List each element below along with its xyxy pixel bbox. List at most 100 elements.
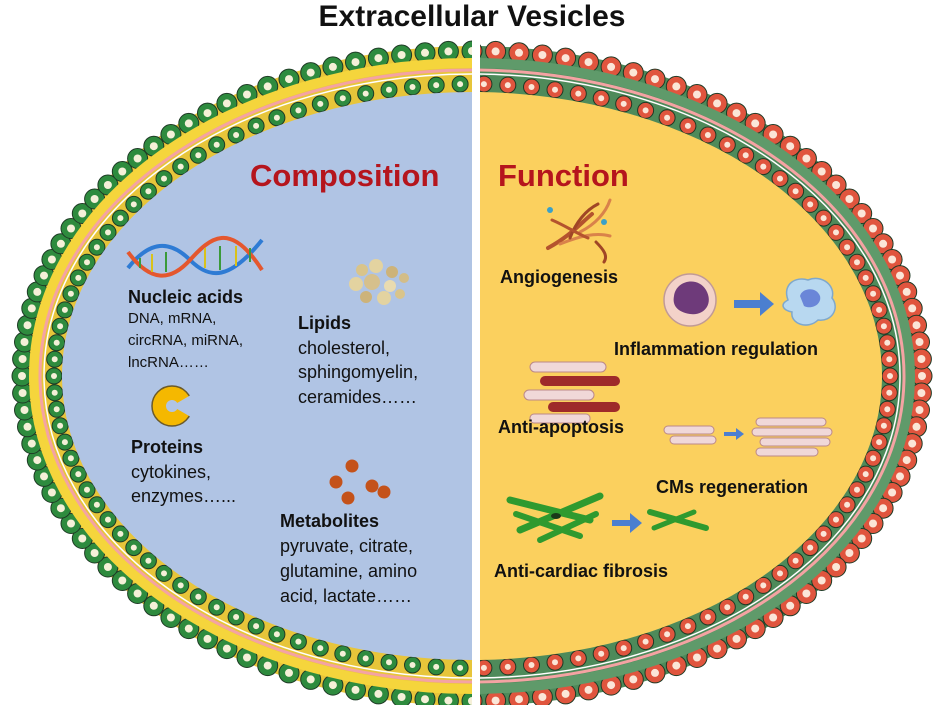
- membrane-bead-core: [912, 321, 921, 330]
- membrane-bead-core: [67, 519, 75, 528]
- membrane-bead-core: [844, 244, 851, 251]
- membrane-bead-core: [777, 175, 783, 182]
- membrane-bead-core: [56, 239, 65, 248]
- membrane-bead-core: [47, 488, 56, 497]
- membrane-bead-core: [67, 290, 74, 297]
- membrane-bead-core: [20, 338, 29, 346]
- membrane-bead-core: [651, 668, 659, 677]
- membrane-bead-core: [845, 549, 854, 557]
- fibroblast-icon: [506, 492, 709, 543]
- membrane-bead-core: [832, 563, 841, 571]
- membrane-bead-core: [732, 109, 741, 118]
- membrane-bead-core: [203, 109, 212, 118]
- membrane-bead-core: [233, 614, 240, 620]
- membrane-bead-core: [760, 163, 767, 170]
- membrane-bead-core: [480, 81, 487, 88]
- membrane-bead-core: [896, 472, 904, 481]
- membrane-bead-core: [213, 141, 220, 148]
- membrane-bead-core: [915, 338, 924, 346]
- membrane-bead-core: [491, 696, 500, 705]
- membrane-bead-core: [704, 132, 711, 138]
- metabolites-title: Metabolites: [280, 511, 380, 531]
- regeneration-icon: [663, 417, 833, 457]
- membrane-bead-core: [888, 488, 897, 497]
- membrane-bead-core: [374, 689, 383, 698]
- membrane-bead-core: [328, 62, 337, 71]
- membrane-bead-core: [854, 486, 860, 493]
- membrane-bead-core: [273, 631, 280, 638]
- membrane-bead-core: [40, 472, 48, 481]
- membrane-bead-core: [351, 685, 360, 694]
- membrane-bead-core: [468, 697, 472, 705]
- membrane-bead-core: [870, 455, 877, 462]
- membrane-bead-core: [684, 623, 691, 630]
- membrane-bead-core: [53, 406, 60, 413]
- metabolites-line: pyruvate, citrate,: [280, 536, 414, 556]
- nucleic-acids-line: lncRNA……: [128, 354, 209, 371]
- membrane-bead-core: [908, 304, 917, 313]
- membrane-bead-core: [598, 650, 605, 657]
- membrane-bead-core: [887, 373, 893, 379]
- membrane-bead-core: [23, 321, 32, 330]
- membrane-bead-core: [879, 239, 888, 248]
- membrane-bead-core: [629, 68, 638, 77]
- inflammation-cells-icon: [663, 273, 836, 327]
- membrane-bead-core: [742, 593, 749, 600]
- membrane-bead-core: [642, 638, 649, 645]
- membrane-bead-core: [47, 255, 56, 264]
- membrane-bead-core: [786, 601, 795, 610]
- membrane-bead-core: [561, 689, 570, 698]
- function-heading: Function: [498, 158, 629, 193]
- membrane-bead-core: [105, 516, 111, 523]
- dna-icon: [126, 235, 264, 278]
- function-inflammation-regulation: Inflammation regulation: [614, 339, 819, 359]
- membrane-bead-core: [386, 86, 392, 93]
- membrane-bead-core: [879, 504, 888, 513]
- membrane-bead-core: [263, 661, 272, 670]
- membrane-bead-core: [339, 95, 346, 102]
- membrane-bead-core: [917, 355, 926, 363]
- membrane-bead-core: [664, 114, 671, 121]
- membrane-bead-core: [397, 693, 406, 701]
- proteins-line: enzymes…...: [131, 486, 237, 506]
- membrane-bead-core: [161, 175, 167, 182]
- composition-half: [11, 40, 472, 705]
- membrane-bead-core: [832, 181, 841, 189]
- membrane-bead-core: [538, 51, 547, 59]
- protein-icon: [151, 385, 196, 427]
- membrane-bead-core: [339, 650, 346, 657]
- function-anti-apoptosis: Anti-apoptosis: [498, 417, 624, 437]
- membrane-bead-core: [133, 154, 142, 163]
- membrane-bead-core: [409, 84, 416, 90]
- membrane-bead-core: [222, 644, 231, 653]
- membrane-bead-core: [23, 422, 32, 431]
- membrane-bead-core: [421, 695, 429, 704]
- membrane-bead-core: [117, 530, 124, 537]
- membrane-bead-core: [93, 244, 100, 251]
- membrane-bead-core: [817, 576, 826, 585]
- membrane-bead-core: [145, 557, 152, 564]
- membrane-bead-core: [166, 130, 175, 139]
- membrane-bead-core: [713, 99, 722, 108]
- membrane-bead-core: [575, 655, 582, 662]
- membrane-bead-core: [886, 389, 893, 396]
- membrane-bead-core: [306, 675, 315, 684]
- membrane-bead-core: [820, 215, 827, 222]
- membrane-bead-core: [103, 563, 112, 571]
- function-cms-regeneration: CMs regeneration: [656, 477, 809, 497]
- membrane-bead-core: [876, 439, 883, 446]
- membrane-bead-core: [684, 122, 691, 129]
- metabolites-line: glutamine, amino: [280, 561, 418, 581]
- membrane-bead-core: [90, 195, 99, 203]
- diagram-title: Extracellular Vesicles: [318, 0, 626, 33]
- proteins-line: cytokines,: [131, 462, 212, 482]
- lipids-line: sphingomyelin,: [298, 362, 419, 382]
- membrane-bead-core: [351, 58, 360, 67]
- membrane-bead-core: [133, 589, 142, 598]
- membrane-bead-core: [620, 645, 627, 652]
- membrane-bead-core: [117, 215, 124, 222]
- membrane-bead-core: [27, 304, 36, 313]
- membrane-bead-core: [552, 659, 558, 666]
- membrane-bead-core: [844, 501, 851, 508]
- membrane-bead-core: [902, 456, 911, 465]
